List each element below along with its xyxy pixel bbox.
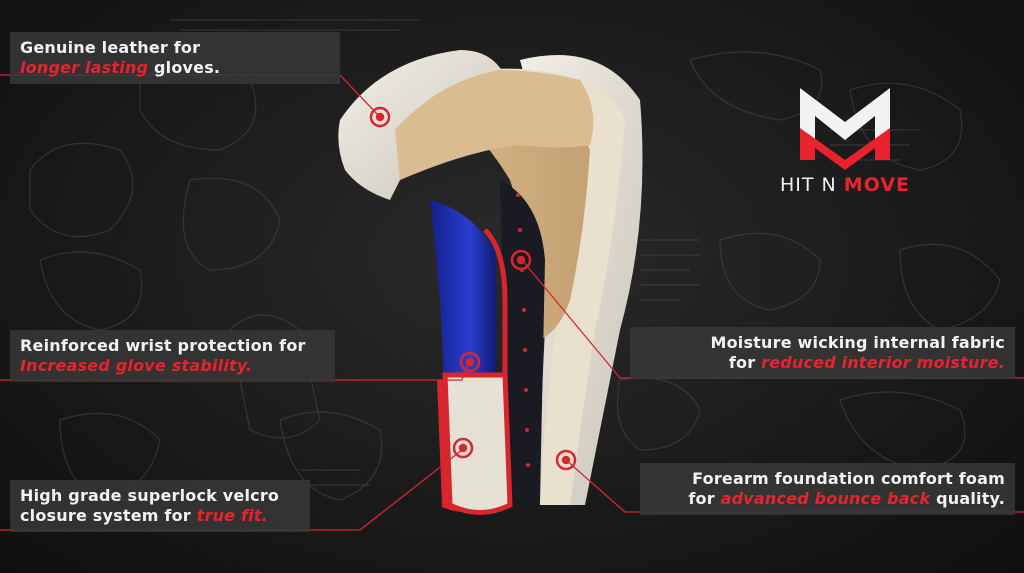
callout-text: High grade superlock velcro xyxy=(20,486,280,505)
callout-text: Forearm foundation comfort foam xyxy=(692,469,1005,488)
callout-text: Genuine leather for xyxy=(20,38,201,57)
callout-wrist: Reinforced wrist protection for Increase… xyxy=(10,330,335,382)
callout-text: Reinforced wrist protection for xyxy=(20,336,306,355)
callout-highlight: Increased glove stability. xyxy=(20,356,253,375)
target-marker-icon xyxy=(369,106,577,471)
callout-fabric: Moisture wicking internal fabric for red… xyxy=(630,327,1015,379)
callout-velcro: High grade superlock velcro closure syst… xyxy=(10,480,310,532)
callout-foam: Forearm foundation comfort foam for adva… xyxy=(640,463,1015,515)
hit-n-move-logo-icon xyxy=(800,88,890,170)
callout-highlight: advanced bounce back xyxy=(720,489,931,508)
brand-name: HIT N MOVE xyxy=(779,174,911,196)
callout-highlight: reduced interior moisture. xyxy=(761,353,1005,372)
callout-text: Moisture wicking internal fabric xyxy=(710,333,1005,352)
callout-leather: Genuine leather for longer lasting glove… xyxy=(10,32,340,84)
callout-highlight: longer lasting xyxy=(20,58,149,77)
callout-highlight: true fit. xyxy=(196,506,268,525)
